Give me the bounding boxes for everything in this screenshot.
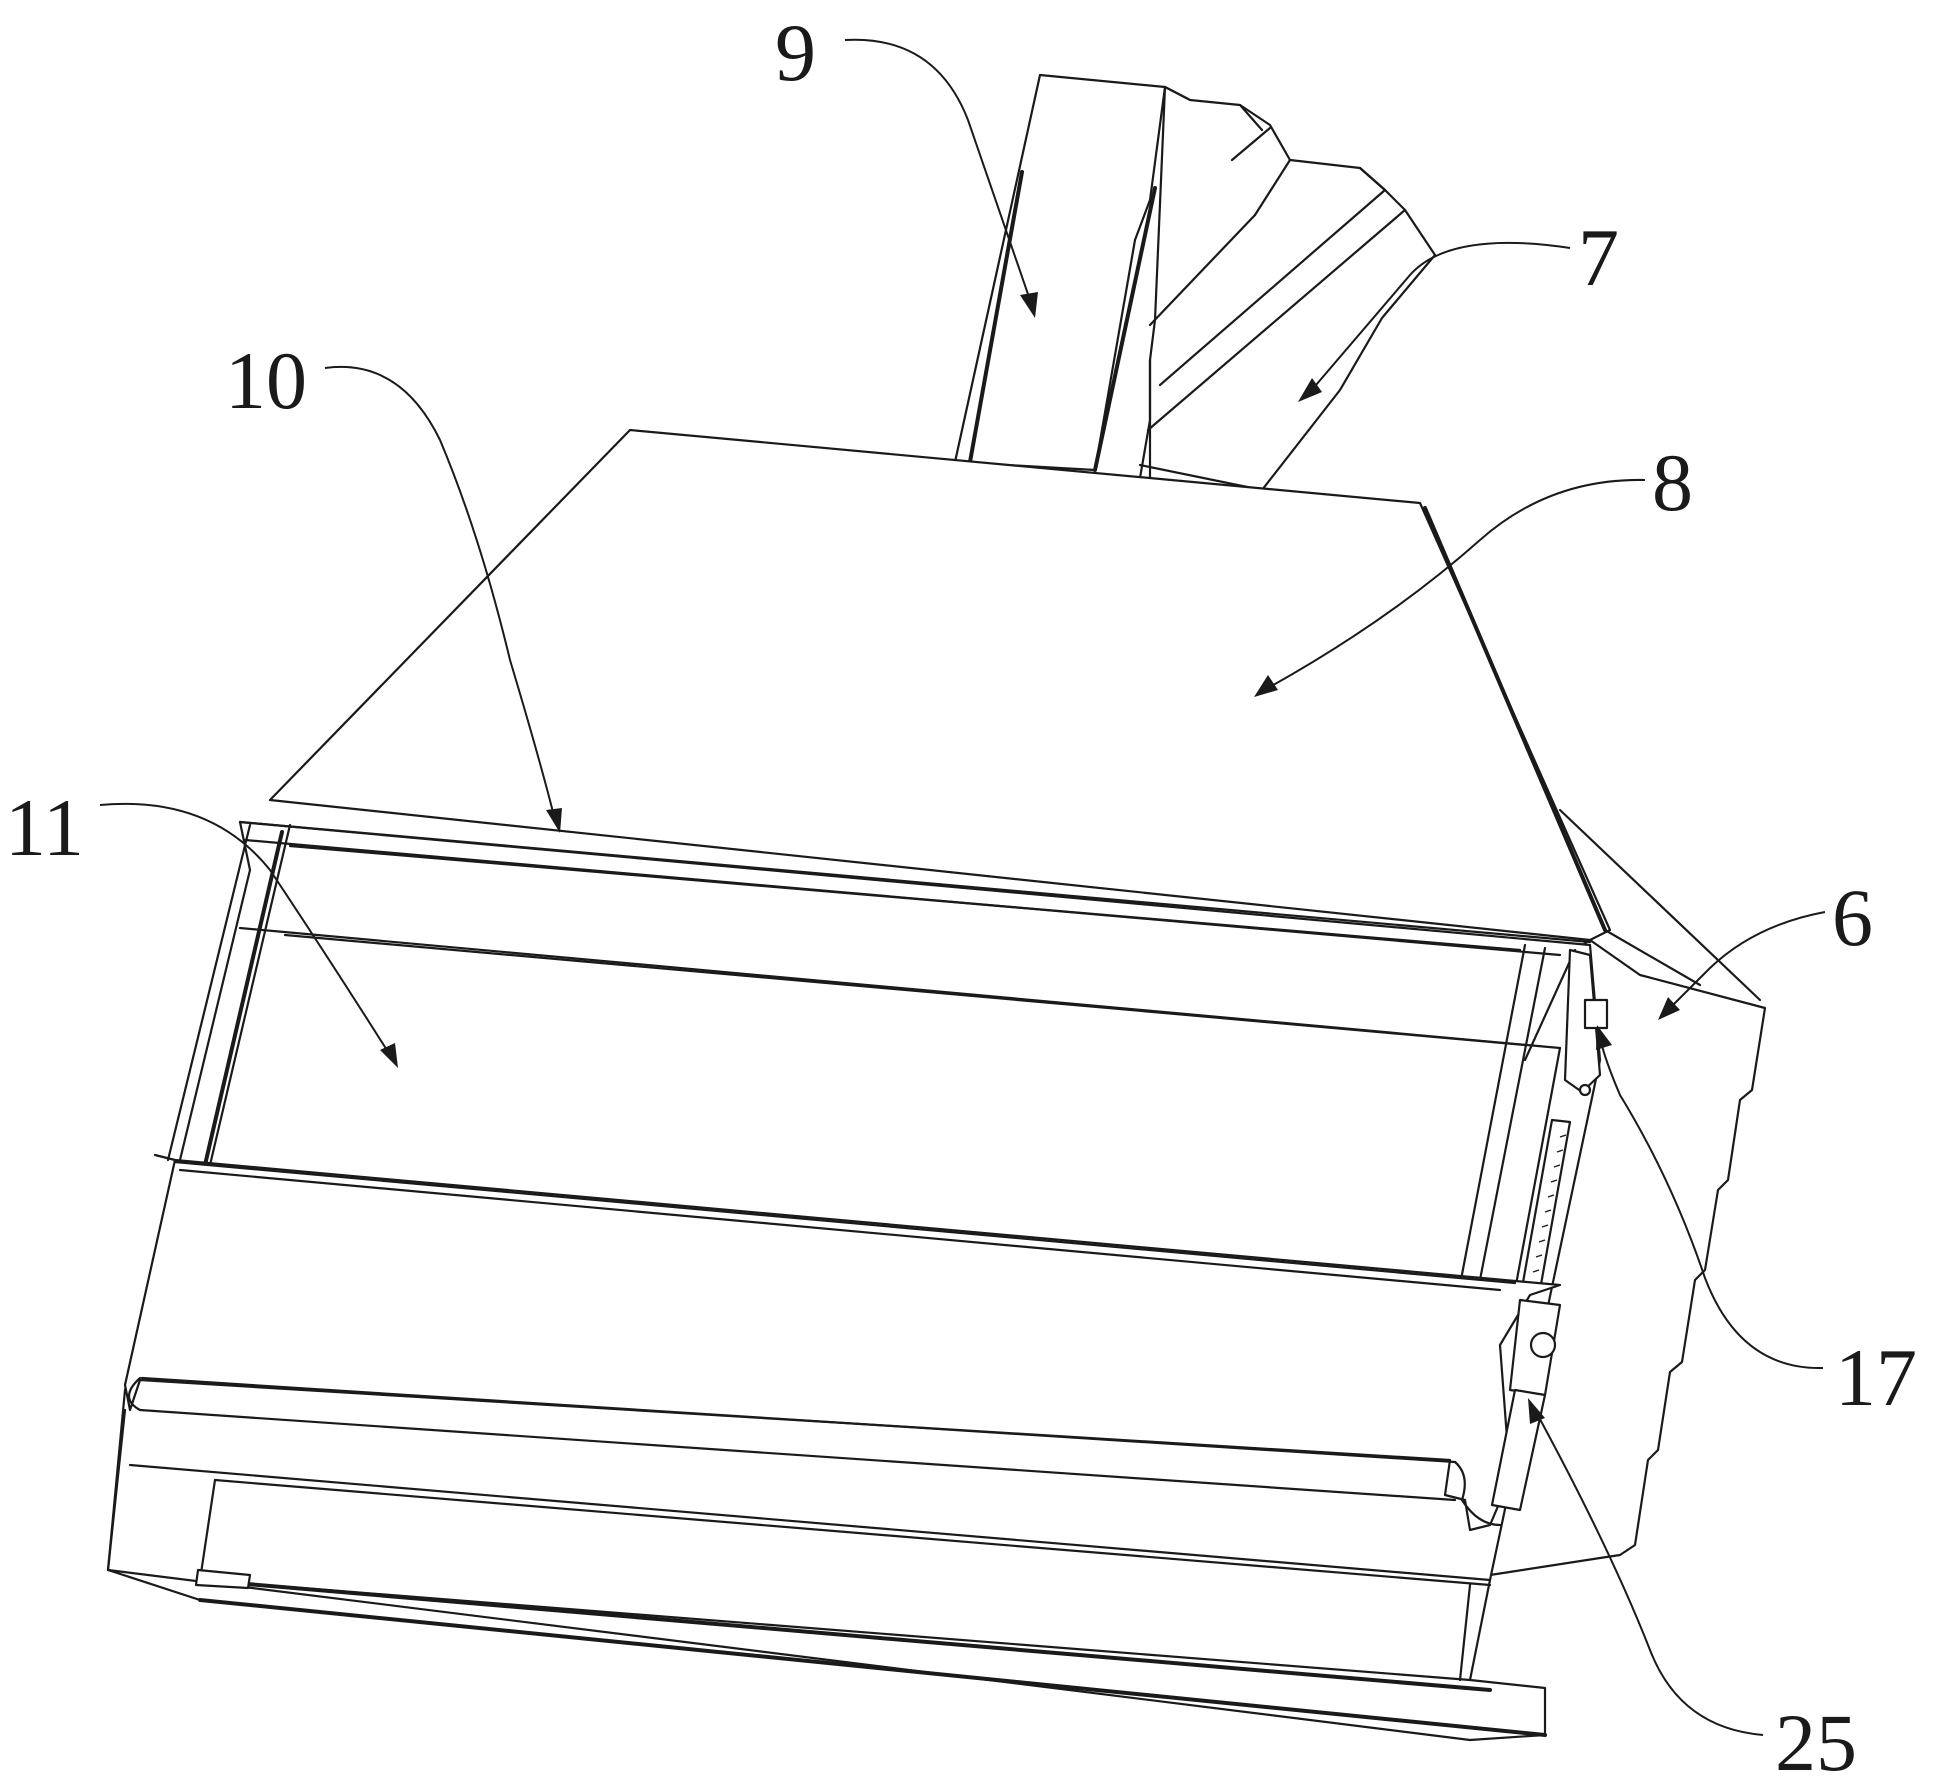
hopper-7 <box>1138 85 1437 492</box>
tray-11 <box>123 1153 1562 1532</box>
label-9: 9 <box>775 7 816 98</box>
label-8: 8 <box>1652 437 1693 528</box>
reference-numerals: 9 7 10 8 11 6 17 25 <box>5 7 1917 1786</box>
label-25: 25 <box>1775 1697 1857 1786</box>
leaders <box>99 38 1826 1736</box>
body-8 <box>268 428 1762 1002</box>
label-7: 7 <box>1578 212 1619 303</box>
label-11: 11 <box>5 782 84 873</box>
bottom-drawer <box>106 1408 1547 1737</box>
label-17: 17 <box>1835 1332 1917 1423</box>
label-6: 6 <box>1832 872 1873 963</box>
label-10: 10 <box>225 335 307 426</box>
